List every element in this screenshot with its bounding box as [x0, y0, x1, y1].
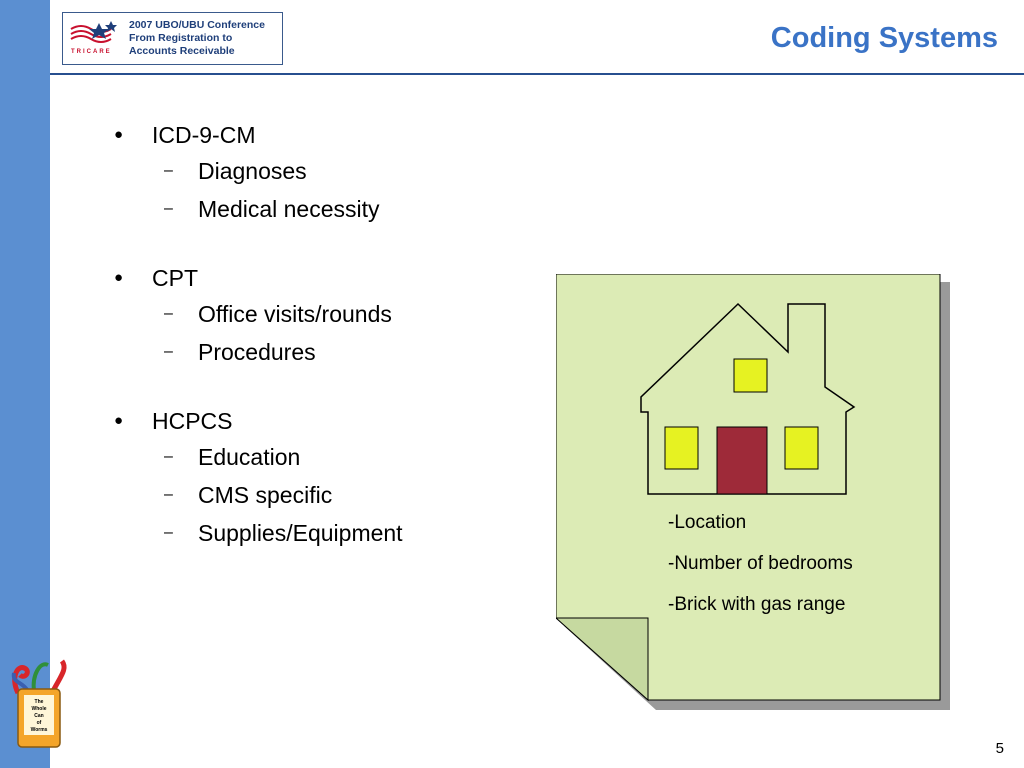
logo-word: TRICARE — [71, 49, 112, 55]
tricare-flag-logo-icon: TRICARE — [70, 21, 117, 55]
sub-bullet-item: – Education — [112, 439, 403, 477]
bullet-item: ● HCPCS — [112, 406, 403, 439]
logo-text: 2007 UBO/UBU Conference From Registratio… — [129, 19, 265, 58]
dash-icon: – — [164, 448, 173, 465]
sub-bullet-item: – Diagnoses — [112, 153, 403, 191]
logo-line-3: Accounts Receivable — [129, 45, 235, 57]
dash-icon: – — [164, 162, 173, 179]
page-number: 5 — [995, 740, 1004, 757]
sub-bullet-item: – Office visits/rounds — [112, 296, 403, 334]
bullet-label: HCPCS — [152, 408, 233, 434]
bullet-item: ● CPT — [112, 263, 403, 296]
logo-word: Whole — [32, 706, 47, 712]
bullet-dot-icon: ● — [114, 269, 124, 286]
sub-bullet-label: Diagnoses — [198, 158, 307, 184]
logo-word: Worms — [31, 727, 48, 733]
sub-bullet-label: Supplies/Equipment — [198, 520, 403, 546]
slide-title: Coding Systems — [770, 22, 998, 54]
note-text: -Location -Number of bedrooms -Brick wit… — [668, 512, 853, 635]
door-icon — [716, 426, 768, 495]
dash-icon: – — [164, 524, 173, 541]
sub-bullet-item: – Procedures — [112, 334, 403, 372]
note-line: -Brick with gas range — [668, 594, 846, 615]
sub-bullet-label: Procedures — [198, 339, 316, 365]
sub-bullet-label: Office visits/rounds — [198, 301, 392, 327]
note-line: -Number of bedrooms — [668, 553, 853, 574]
logo-word: The — [35, 699, 44, 705]
house-icon — [640, 302, 856, 495]
dash-icon: – — [164, 343, 173, 360]
bullet-dot-icon: ● — [114, 126, 124, 143]
bullet-label: CPT — [152, 265, 198, 291]
bullet-label: ICD-9-CM — [152, 122, 256, 148]
sub-bullet-label: Education — [198, 444, 301, 470]
logo-line-1: 2007 UBO/UBU Conference — [129, 19, 265, 31]
note-line: -Location — [668, 512, 747, 533]
sub-bullet-label: Medical necessity — [198, 196, 380, 222]
window-icon — [733, 358, 768, 393]
logo-line-2: From Registration to — [129, 32, 233, 44]
sub-bullet-item: – Medical necessity — [112, 191, 403, 229]
sub-bullet-label: CMS specific — [198, 482, 333, 508]
dash-icon: – — [164, 200, 173, 217]
sub-bullet-item: – Supplies/Equipment — [112, 515, 403, 553]
window-icon — [784, 426, 819, 470]
left-accent-bar — [0, 0, 50, 768]
dash-icon: – — [164, 305, 173, 322]
conference-logo: TRICARE 2007 UBO/UBU Conference From Reg… — [62, 12, 283, 65]
sub-bullet-item: – CMS specific — [112, 477, 403, 515]
window-icon — [664, 426, 699, 470]
worms-can-logo-icon: The Whole Can of Worms — [11, 659, 67, 748]
bullet-list: ●ICD-9-CM –Diagnoses –Medical necessity … — [112, 120, 403, 553]
title-divider — [50, 73, 1024, 75]
logo-word: Can — [34, 713, 43, 719]
bullet-dot-icon: ● — [114, 412, 124, 429]
logo-word: of — [37, 720, 42, 726]
bullet-item: ● ICD-9-CM — [112, 120, 403, 153]
dash-icon: – — [164, 486, 173, 503]
